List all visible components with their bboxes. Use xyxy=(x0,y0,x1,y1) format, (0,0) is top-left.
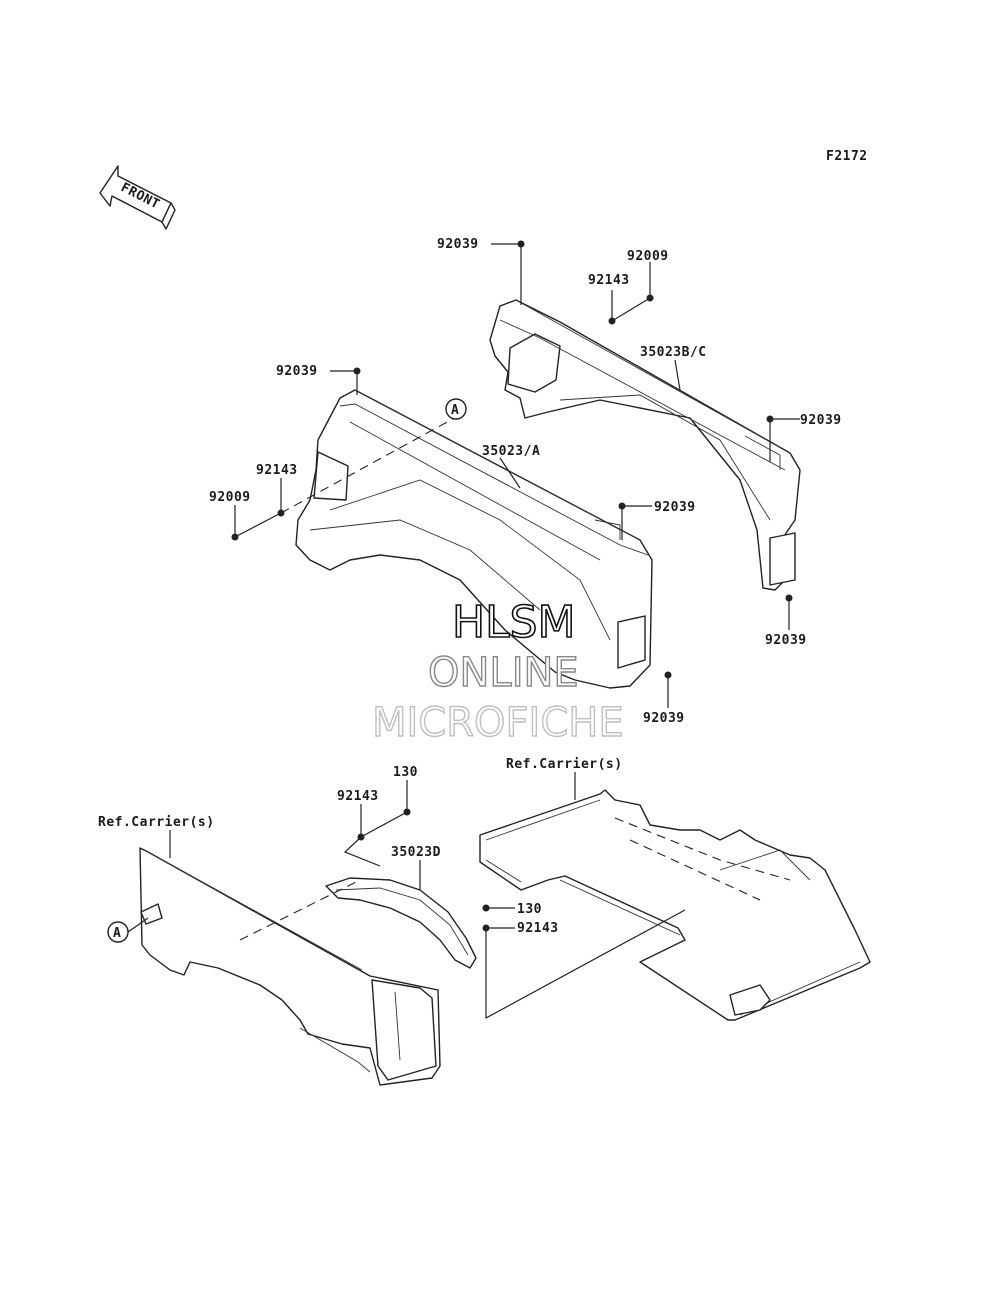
rear-fender-left xyxy=(295,389,653,689)
part-label-92039: 92039 xyxy=(437,237,479,252)
part-label-92039: 92039 xyxy=(800,413,842,428)
watermark: HLSM ONLINE MICROFICHE xyxy=(371,596,624,747)
part-label-92009: 92009 xyxy=(627,249,669,264)
inner-fender-35023D xyxy=(325,877,477,969)
callout-a-lower: A xyxy=(107,921,129,943)
rear-fender-right xyxy=(489,299,801,591)
part-label-130: 130 xyxy=(517,902,542,917)
front-arrow-icon: FRONT xyxy=(99,165,176,230)
part-label-92039: 92039 xyxy=(765,633,807,648)
part-labels: 92039 92009 92143 35023B/C 92039 92039 9… xyxy=(98,237,842,936)
part-label-92039: 92039 xyxy=(276,364,318,379)
figure-code: F2172 xyxy=(826,149,868,164)
part-label-35023a: 35023/A xyxy=(482,444,540,459)
part-label-92009: 92009 xyxy=(209,490,251,505)
part-label-35023bc: 35023B/C xyxy=(640,345,707,360)
callout-a-letter: A xyxy=(451,403,459,418)
part-label-130: 130 xyxy=(393,765,418,780)
part-label-92039: 92039 xyxy=(643,711,685,726)
part-label-92143: 92143 xyxy=(588,273,630,288)
part-label-92143: 92143 xyxy=(256,463,298,478)
part-label-92143: 92143 xyxy=(337,789,379,804)
carrier-side-panel xyxy=(139,847,441,1086)
ref-carrier-label: Ref.Carrier(s) xyxy=(98,815,215,830)
callout-a-letter: A xyxy=(113,926,121,941)
part-label-92039: 92039 xyxy=(654,500,696,515)
part-label-35023d: 35023D xyxy=(391,845,441,860)
watermark-line-2: ONLINE xyxy=(428,650,579,696)
leader-lines xyxy=(127,243,800,1020)
watermark-line-1: HLSM xyxy=(452,597,576,648)
ref-carrier-label: Ref.Carrier(s) xyxy=(506,757,623,772)
carrier-bed xyxy=(479,789,871,1021)
callout-a-upper: A xyxy=(445,398,467,420)
watermark-line-3: MICROFICHE xyxy=(372,700,624,746)
part-label-92143: 92143 xyxy=(517,921,559,936)
